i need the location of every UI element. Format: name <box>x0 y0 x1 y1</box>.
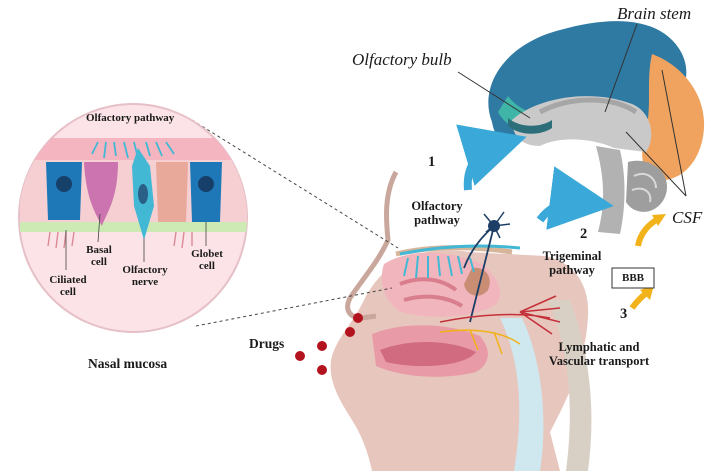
label-basal-cell: Basal cell <box>86 244 112 269</box>
drug-drop-4 <box>295 351 305 361</box>
basal-cell-shape <box>84 162 118 226</box>
blood-vessel-red <box>439 295 561 335</box>
spine-column <box>548 300 592 471</box>
brain-midline <box>538 97 638 115</box>
olfactory-nerve-fibers <box>403 255 475 279</box>
throat-passage <box>500 318 544 471</box>
brain-illustration <box>457 21 705 234</box>
label-route-3-name: Lymphatic and Vascular transport <box>548 340 650 368</box>
inset-olfactory-fibers <box>91 141 175 159</box>
label-csf: CSF <box>672 208 703 227</box>
basal-layer <box>20 222 247 232</box>
supporting-cell-shape <box>156 162 188 222</box>
label-globet-cell: Globet cell <box>191 248 223 273</box>
olfactory-tract <box>399 244 521 256</box>
brainstem-leader <box>604 23 638 113</box>
arrow-olfactory-route <box>456 124 527 191</box>
label-route-1-number: 1 <box>428 154 436 170</box>
nasal-cavity-mucosa <box>381 252 501 317</box>
basal-cell-leader <box>97 213 101 243</box>
label-inset-olfactory-pathway: Olfactory pathway <box>86 112 175 124</box>
csf-leader-1 <box>661 69 687 197</box>
label-bbb: BBB <box>621 272 644 284</box>
csf-leader-2 <box>625 131 687 197</box>
label-drugs: Drugs <box>249 336 285 351</box>
drug-drop-2 <box>345 327 355 337</box>
drug-drop-5 <box>317 365 327 375</box>
tongue <box>380 341 476 367</box>
label-ciliated-cell: Ciliated cell <box>49 274 87 299</box>
arrow-trigeminal-route <box>536 166 614 230</box>
brain-occipital-lobe <box>642 54 705 181</box>
inset-cilia <box>47 231 193 249</box>
olfactory-bulb-leader <box>457 71 531 119</box>
label-olfactory-nerve: Olfactory nerve <box>122 264 168 289</box>
head-illustration <box>330 170 592 471</box>
label-route-1-name: Olfactory pathway <box>411 199 463 227</box>
arrow-vascular-head <box>640 285 654 300</box>
brainstem-shape <box>596 146 625 234</box>
drug-drop-1 <box>353 313 363 323</box>
label-olfactory-bulb: Olfactory bulb <box>352 50 452 69</box>
cerebellum-folds <box>631 172 657 203</box>
nose-profile <box>345 170 399 321</box>
bbb-box <box>611 267 655 289</box>
ciliated-cell-nucleus <box>56 176 72 192</box>
zoom-guide-top <box>191 119 399 249</box>
label-nasal-mucosa: Nasal mucosa <box>88 356 168 371</box>
epithelium-band <box>20 138 247 162</box>
cerebellum-shape <box>626 160 668 212</box>
mucosa-inset <box>18 103 248 333</box>
ganglion-dendrites <box>483 211 511 239</box>
label-route-2-number: 2 <box>580 226 588 242</box>
globet-cell-nucleus <box>198 176 214 192</box>
sinus-cavity <box>464 267 490 296</box>
olfactory-neuron-nucleus <box>138 184 148 204</box>
label-brain-stem: Brain stem <box>617 4 692 23</box>
label-route-2-name: Trigeminal pathway <box>542 249 602 277</box>
label-route-3-number: 3 <box>620 306 628 322</box>
blood-vessel-yellow <box>439 329 521 355</box>
drug-drop-3 <box>317 341 327 351</box>
nasal-turbinates <box>399 277 464 308</box>
arrow-csf-head <box>652 214 666 226</box>
drug-droplets <box>295 313 363 375</box>
